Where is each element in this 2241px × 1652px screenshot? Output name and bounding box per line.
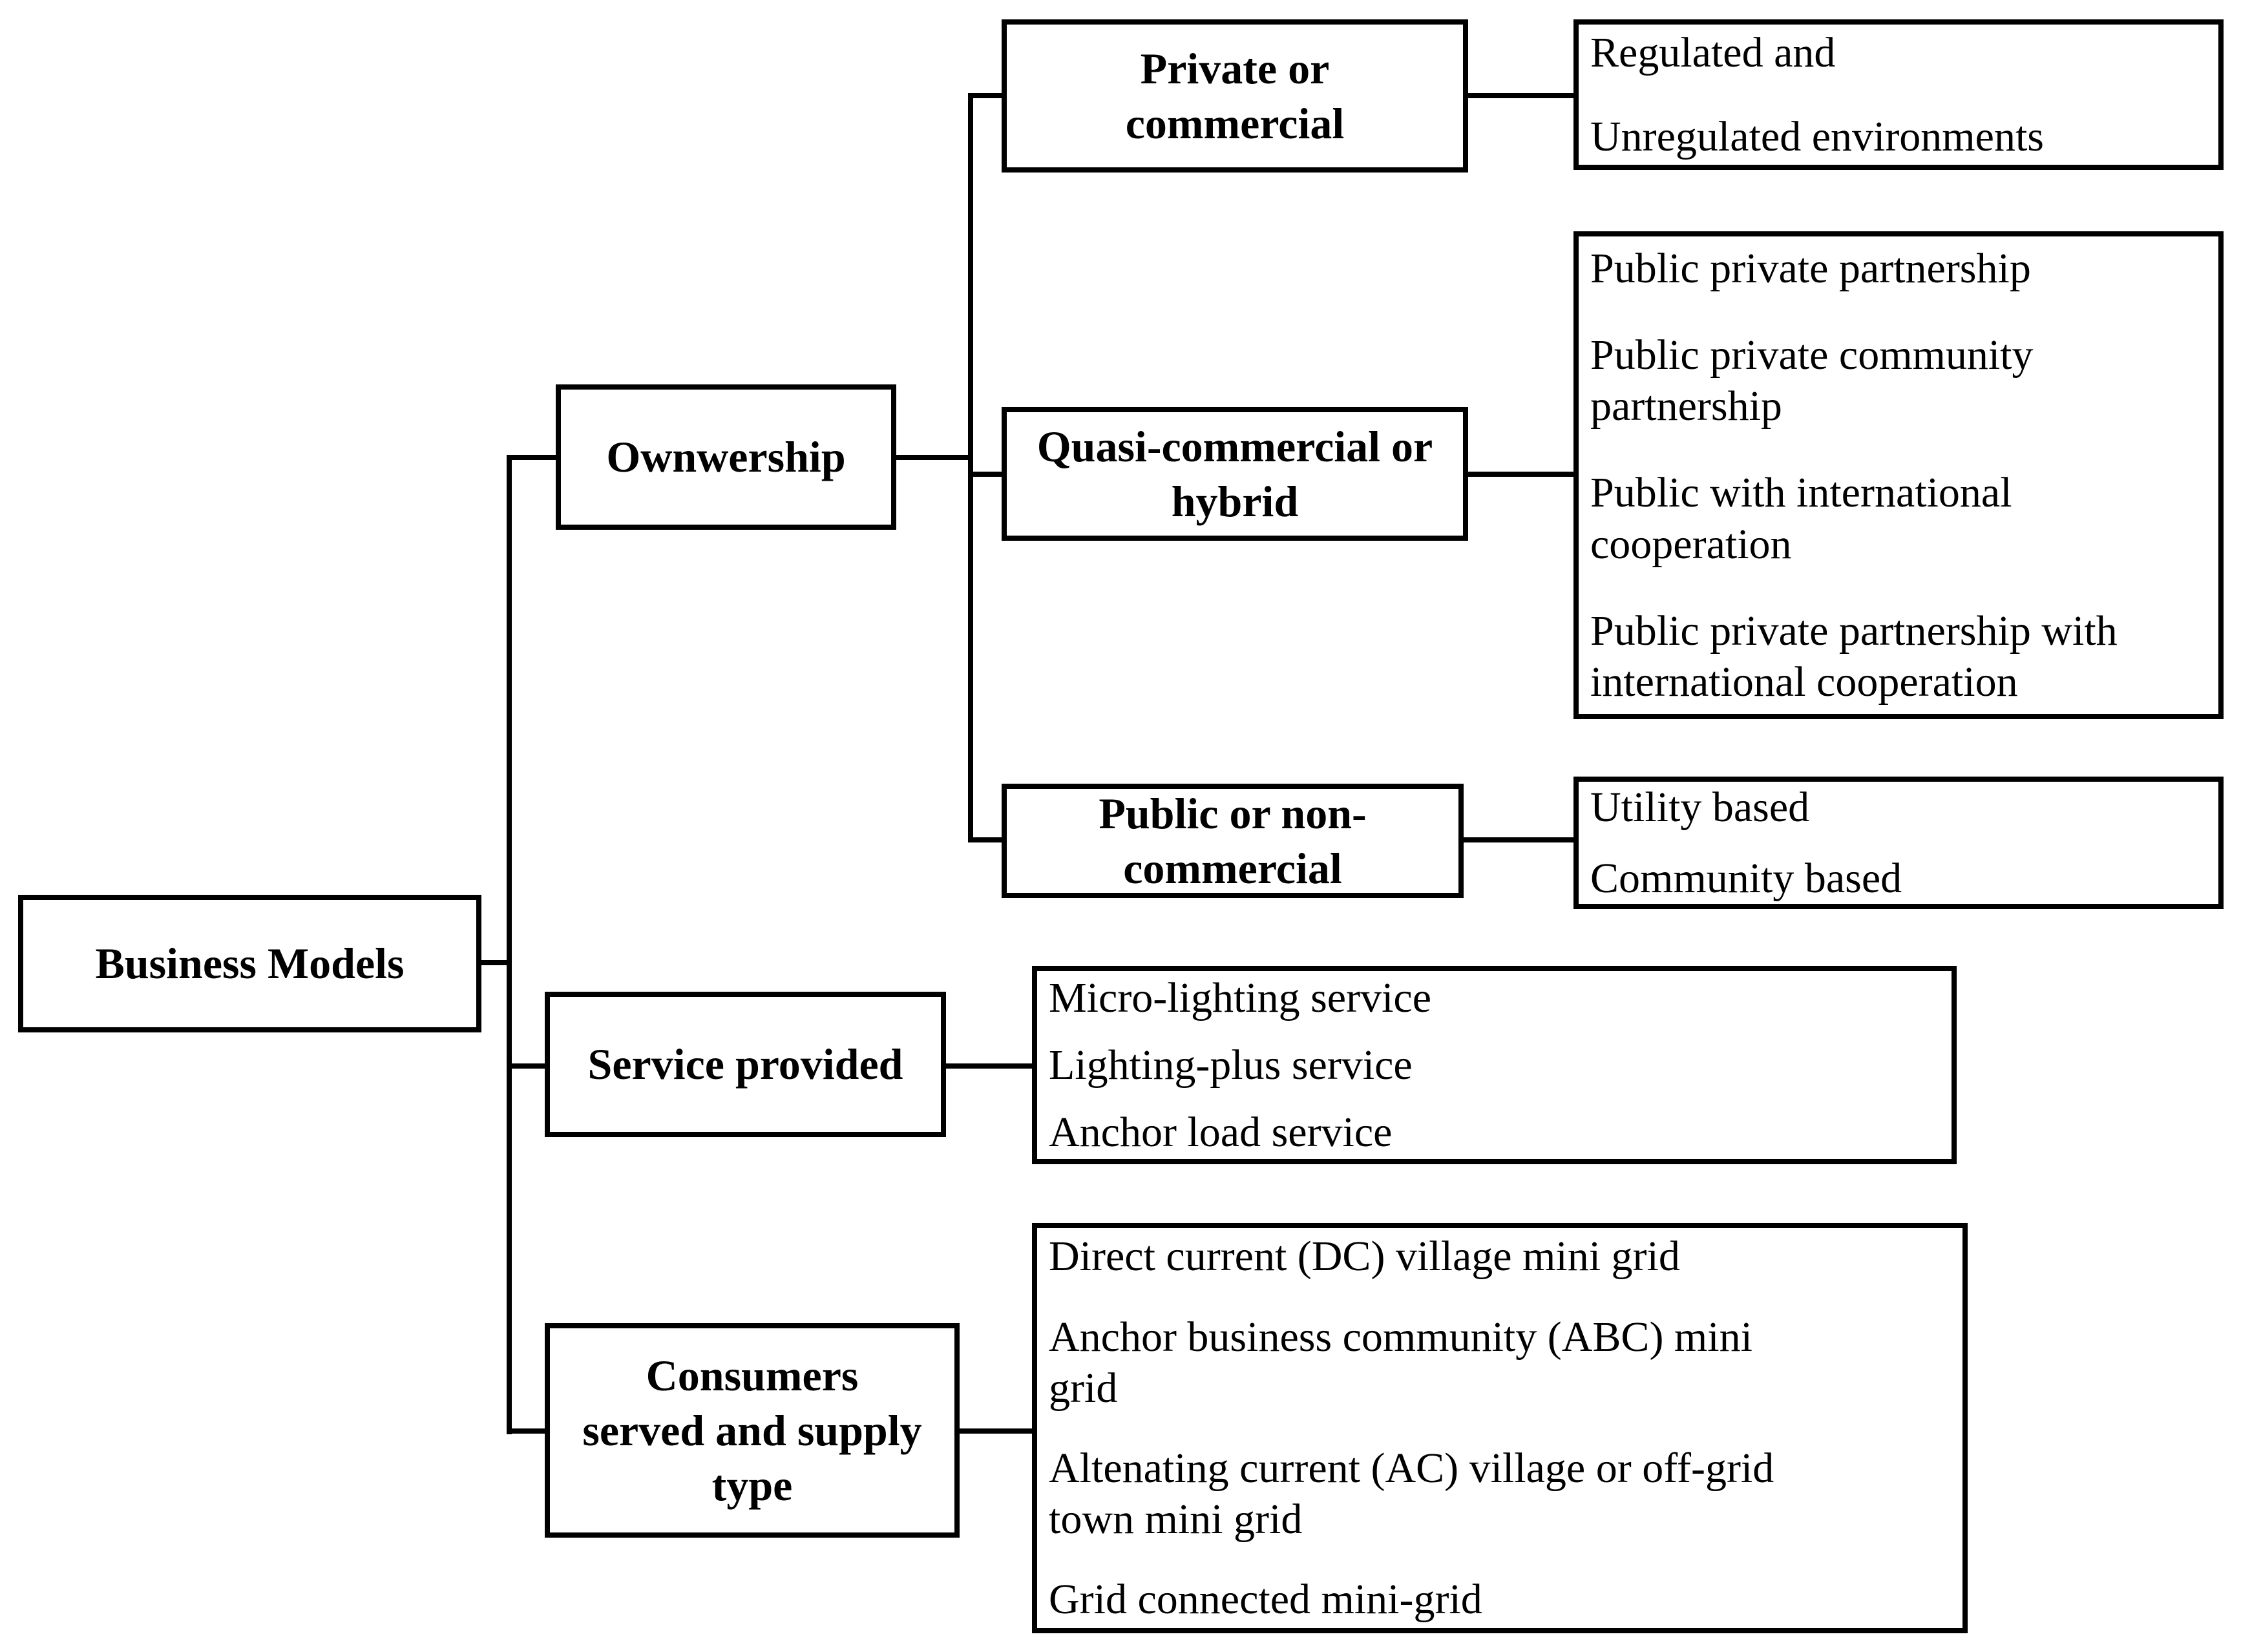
detail-public-or-non-commercial: Utility based Community based	[1573, 777, 2224, 909]
connector-subtrunk-to-private	[968, 93, 1004, 98]
detail-item: Anchor business community (ABC) mini gri…	[1049, 1313, 1752, 1412]
detail-item: Micro-lighting service	[1049, 974, 1432, 1021]
connector-ownership-to-subtrunk	[894, 455, 973, 460]
detail-item: Grid connected mini-grid	[1049, 1576, 1482, 1624]
detail-consumers-served-supply-type: Direct current (DC) village mini grid An…	[1032, 1223, 1968, 1633]
connector-consumers-to-detail	[957, 1428, 1035, 1434]
connector-trunk-to-ownership	[507, 455, 558, 460]
connector-root-to-trunk	[479, 960, 512, 965]
connector-private-to-detail	[1466, 93, 1576, 98]
detail-item: Direct current (DC) village mini grid	[1049, 1233, 1680, 1281]
detail-item: Lighting-plus service	[1049, 1041, 1413, 1089]
detail-item: Public private partnership	[1590, 244, 2031, 292]
connector-quasi-to-detail	[1466, 472, 1576, 477]
node-private-or-commercial: Private or commercial	[1002, 19, 1468, 173]
detail-item: Utility based	[1590, 784, 1810, 831]
connector-public-to-detail	[1461, 837, 1576, 842]
node-business-models: Business Models	[18, 895, 481, 1032]
connector-service-to-detail	[943, 1063, 1035, 1069]
connector-subtrunk-to-quasi	[968, 472, 1004, 477]
node-public-or-non-commercial: Public or non- commercial	[1002, 784, 1464, 898]
detail-item: Regulated and	[1590, 29, 1836, 77]
detail-service-provided: Micro-lighting service Lighting-plus ser…	[1032, 966, 1957, 1164]
connector-main-trunk	[507, 455, 512, 1434]
node-consumers-served-supply-type: Consumers served and supply type	[545, 1323, 960, 1538]
connector-ownership-subtrunk	[968, 93, 973, 842]
detail-quasi-commercial-or-hybrid: Public private partnership Public privat…	[1573, 231, 2224, 719]
detail-private-or-commercial: Regulated and Unregulated environments	[1573, 19, 2224, 170]
detail-item: Public private community partnership	[1590, 331, 2034, 430]
connector-subtrunk-to-public	[968, 837, 1004, 842]
detail-item: Unregulated environments	[1590, 112, 2044, 160]
node-quasi-commercial-or-hybrid: Quasi-commercial or hybrid	[1002, 407, 1468, 541]
detail-item: Altenating current (AC) village or off-g…	[1049, 1445, 1774, 1543]
detail-item: Public with international cooperation	[1590, 469, 2012, 568]
node-service-provided: Service provided	[545, 992, 946, 1137]
connector-trunk-to-service	[507, 1063, 547, 1069]
connector-trunk-to-consumers	[507, 1428, 547, 1434]
detail-item: Community based	[1590, 854, 1902, 902]
detail-item: Public private partnership with internat…	[1590, 607, 2118, 706]
detail-item: Anchor load service	[1049, 1109, 1393, 1156]
node-ownership: Ownwership	[556, 384, 896, 530]
